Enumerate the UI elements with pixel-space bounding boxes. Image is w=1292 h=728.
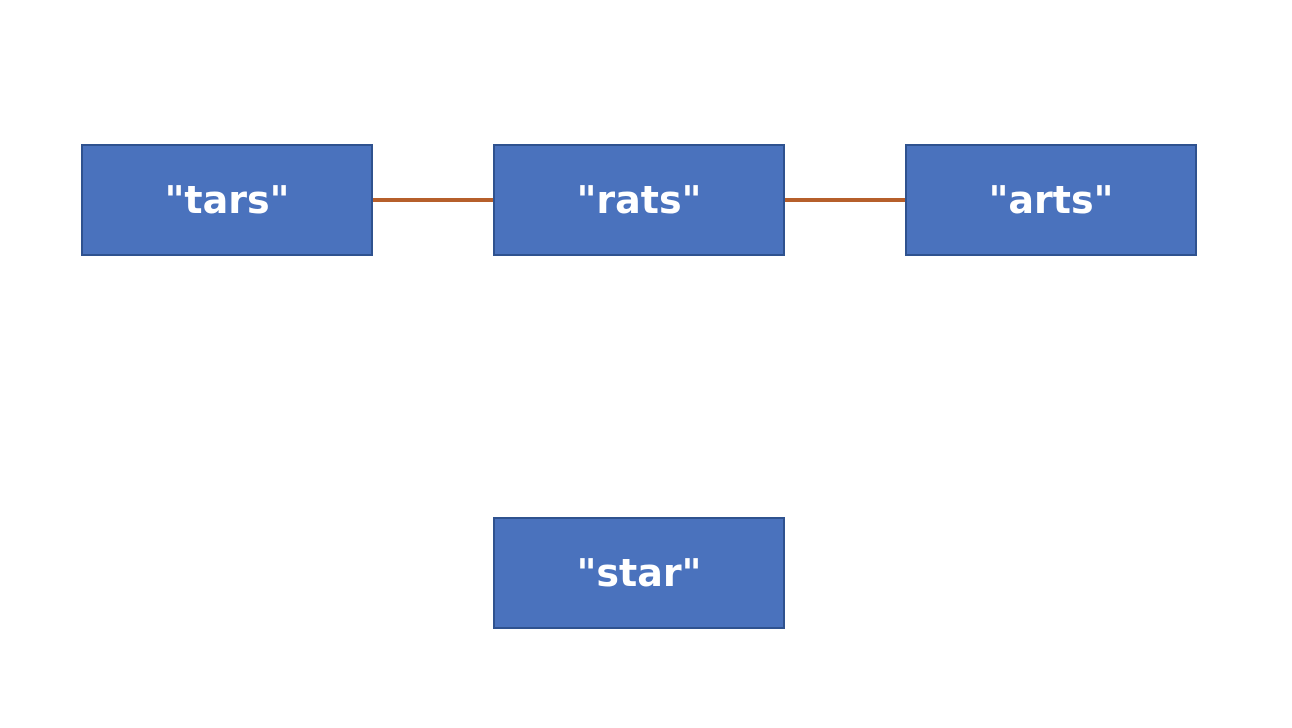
node-label-star: "star" [576, 551, 702, 595]
node-label-arts: "arts" [988, 178, 1114, 222]
edge-rats-arts [785, 198, 905, 202]
node-star: "star" [493, 517, 785, 629]
node-arts: "arts" [905, 144, 1197, 256]
node-tars: "tars" [81, 144, 373, 256]
edge-tars-rats [373, 198, 493, 202]
node-label-tars: "tars" [164, 178, 290, 222]
node-label-rats: "rats" [576, 178, 702, 222]
node-rats: "rats" [493, 144, 785, 256]
